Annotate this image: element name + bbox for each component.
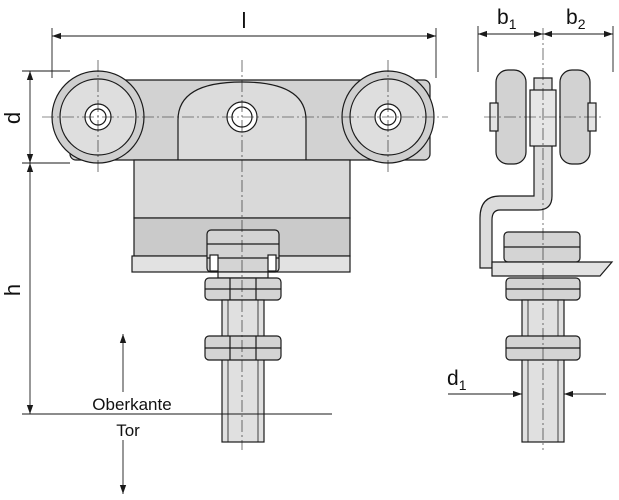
side-centerlines <box>484 28 604 450</box>
label-h: h <box>0 284 25 296</box>
label-oberkante: Oberkante <box>92 395 171 414</box>
side-plate <box>491 261 614 277</box>
label-b2: b2 <box>566 6 586 32</box>
washer <box>217 271 269 279</box>
threaded-shaft <box>221 299 265 443</box>
label-d: d <box>0 112 25 124</box>
dimensions <box>22 26 614 494</box>
front-centerlines <box>42 60 448 450</box>
front-view <box>51 70 435 443</box>
side-view <box>479 69 614 443</box>
label-b1: b1 <box>497 6 517 32</box>
label-d1: d1 <box>447 367 467 393</box>
label-l: l <box>242 8 247 33</box>
label-tor: Tor <box>116 421 140 440</box>
